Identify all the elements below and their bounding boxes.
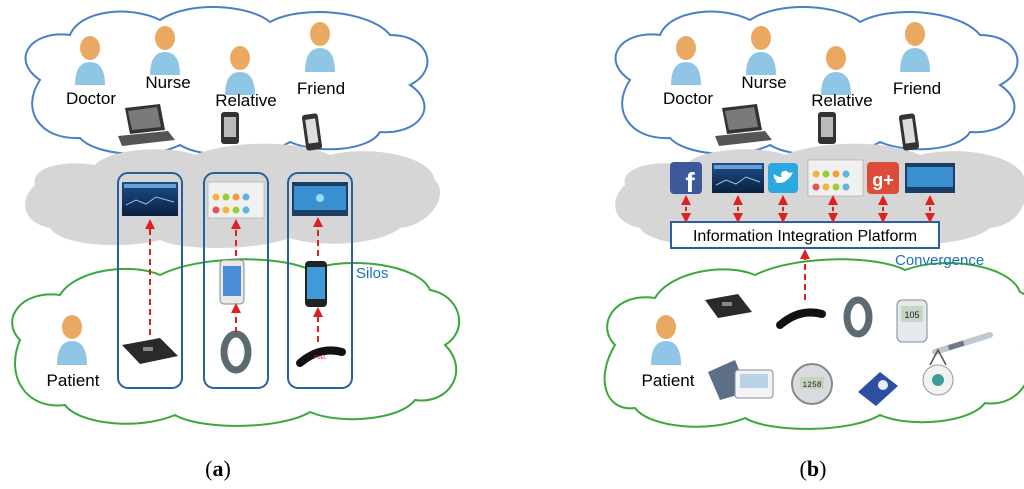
svg-text:g+: g+	[872, 170, 894, 190]
person-relative-b	[821, 46, 851, 95]
laptop-icon-b	[715, 104, 772, 146]
silo-1	[117, 172, 183, 389]
label-convergence: Convergence	[895, 252, 984, 269]
person-nurse-a	[150, 26, 180, 75]
platform-box	[670, 221, 940, 249]
person-patient-b	[651, 315, 681, 365]
dashboard-screen-b2	[807, 159, 864, 197]
caption-b: (b)	[800, 456, 827, 481]
panel-b: Doctor Nurse Relative Friend f	[603, 6, 1024, 481]
smartphone-icon-silo-2	[219, 259, 245, 305]
svg-text:105: 105	[904, 310, 919, 320]
dashboard-screen-1	[122, 182, 178, 216]
label-doctor-b: Doctor	[663, 89, 713, 108]
caption-a: (a)	[205, 456, 231, 481]
tablet-icon-b	[818, 112, 836, 144]
svg-text:1258: 1258	[802, 381, 821, 390]
dashboard-screen-2	[207, 181, 265, 219]
label-friend-a: Friend	[297, 79, 345, 98]
wristband-icon-2: FUEL	[296, 346, 346, 367]
alarm-pendant-icon	[922, 348, 954, 396]
dashboard-screen-b3	[905, 163, 955, 193]
wristband-icon	[220, 330, 252, 374]
thermometer-icon	[932, 332, 993, 355]
panel-a: Doctor Nurse Relative Friend Silos	[11, 6, 461, 481]
tablet-icon	[221, 112, 239, 144]
dashboard-screen-b1	[712, 163, 764, 193]
label-silos: Silos	[356, 265, 389, 282]
inhaler-icon	[858, 372, 898, 406]
scale-icon	[122, 338, 178, 364]
label-patient-b: Patient	[642, 371, 695, 390]
svg-text:FUEL: FUEL	[314, 355, 327, 361]
label-platform: Information Integration Platform	[693, 228, 917, 245]
label-nurse-b: Nurse	[741, 73, 786, 92]
wristband-icon-b2	[843, 296, 873, 338]
pedometer-icon: 1258	[791, 363, 833, 405]
silo-2	[203, 172, 269, 389]
person-doctor-b	[671, 36, 701, 85]
scale-icon-b	[705, 294, 752, 318]
label-patient-a: Patient	[47, 371, 100, 390]
laptop-icon	[118, 104, 175, 146]
person-friend-b	[900, 22, 930, 72]
person-nurse-b	[746, 26, 776, 75]
person-patient-a	[57, 315, 87, 365]
facebook-icon: f	[670, 162, 702, 198]
label-doctor-a: Doctor	[66, 89, 116, 108]
label-relative-b: Relative	[811, 91, 872, 110]
person-relative-a	[225, 46, 255, 95]
dashboard-screen-3	[292, 182, 348, 216]
person-doctor-a	[75, 36, 105, 85]
glucometer-icon: 105	[896, 299, 928, 343]
person-friend-a	[305, 22, 335, 72]
blood-pressure-icon	[708, 360, 774, 400]
phone-icon	[301, 113, 323, 151]
label-friend-b: Friend	[893, 79, 941, 98]
patient-cloud	[11, 258, 461, 427]
silo-3	[287, 172, 353, 389]
twitter-icon	[768, 163, 798, 193]
wristband-icon-b1	[776, 308, 826, 329]
label-nurse-a: Nurse	[145, 73, 190, 92]
label-relative-a: Relative	[215, 91, 276, 110]
google-plus-icon: g+	[867, 162, 899, 194]
smartphone-icon-silo-3	[305, 261, 327, 307]
svg-text:f: f	[685, 167, 695, 198]
phone-icon-b	[898, 113, 920, 151]
